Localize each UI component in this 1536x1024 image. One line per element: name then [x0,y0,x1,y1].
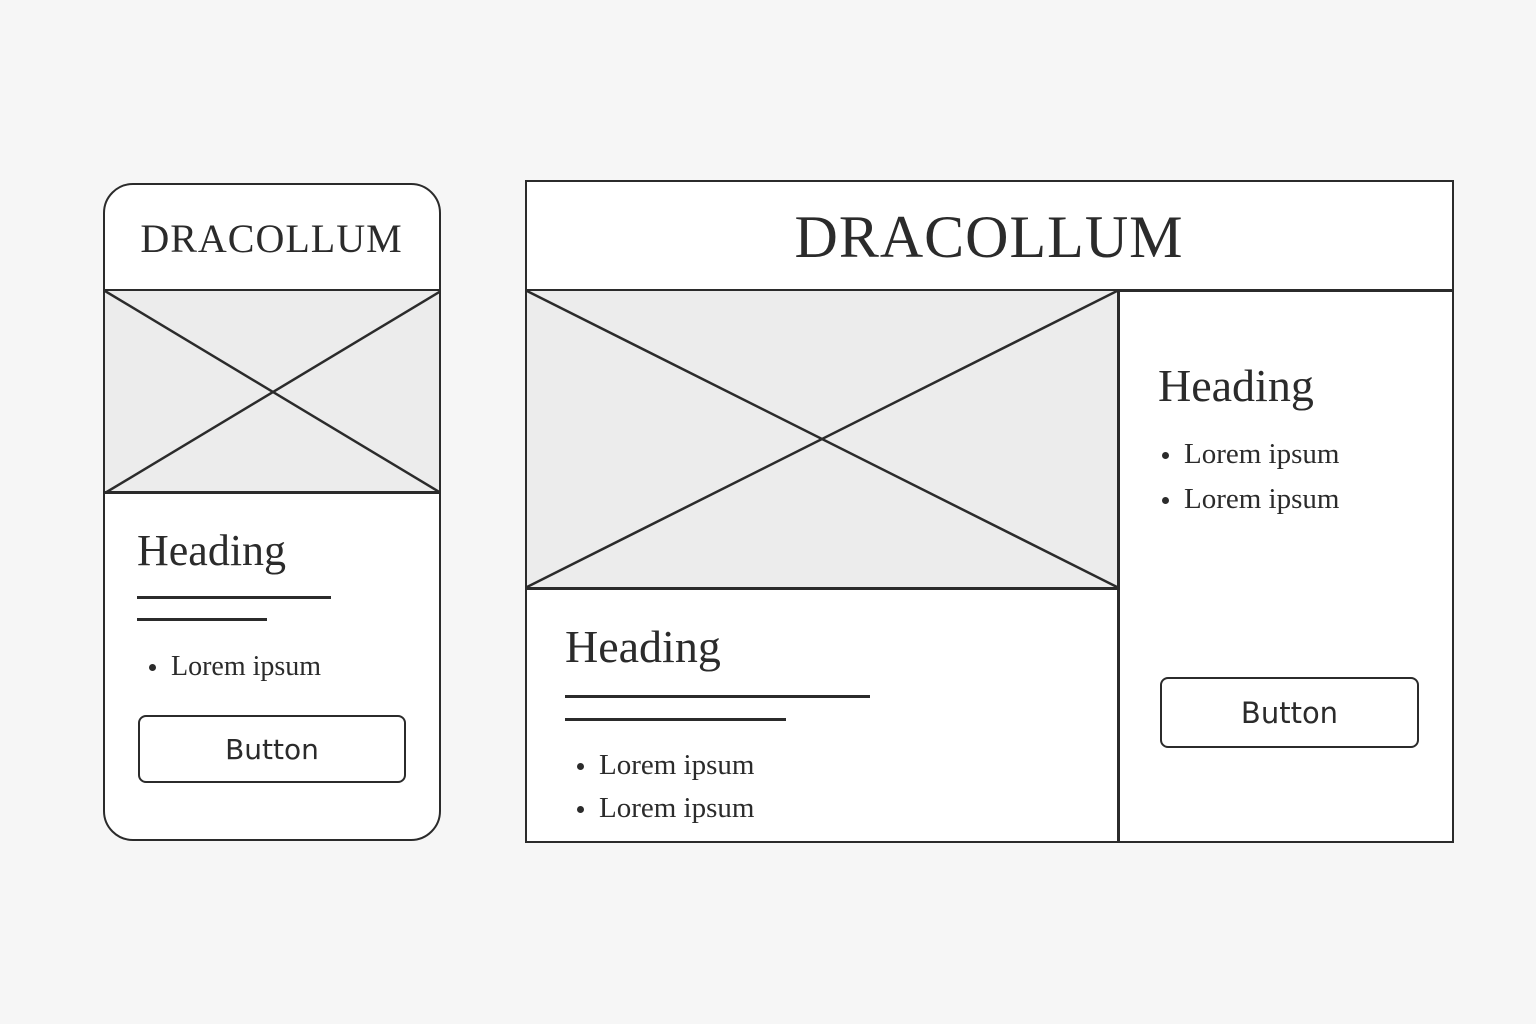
mobile-heading: Heading [137,526,287,575]
list-item: Lorem ipsum [1158,432,1339,477]
mobile-text-line-2 [137,618,267,621]
list-item: Lorem ipsum [1158,477,1339,522]
desktop-header-divider [527,289,1452,292]
desktop-main-bullet-list: Lorem ipsum Lorem ipsum [573,744,754,830]
mobile-text-line-1 [137,596,331,599]
mobile-button[interactable]: Button [138,715,406,783]
desktop-column-divider [1117,289,1120,841]
desktop-main-heading: Heading [565,621,721,672]
mobile-image-divider [105,491,439,494]
image-placeholder-icon [105,291,439,493]
desktop-button[interactable]: Button [1160,677,1419,748]
mobile-bullet-list: Lorem ipsum [145,648,321,686]
mobile-brand-title: DRACOLLUM [140,216,403,261]
list-item: Lorem ipsum [573,744,754,787]
desktop-text-line-2 [565,718,786,721]
list-item: Lorem ipsum [573,787,754,830]
mobile-wireframe: DRACOLLUM Heading Lorem ipsum Button [103,183,441,841]
desktop-image-divider [527,587,1119,590]
desktop-side-heading: Heading [1158,360,1314,411]
list-item: Lorem ipsum [145,648,321,686]
desktop-text-line-1 [565,695,870,698]
desktop-wireframe: DRACOLLUM Heading Lorem ipsum Lorem ipsu… [525,180,1454,843]
image-placeholder-icon [527,291,1117,587]
mobile-header-divider [105,289,439,292]
desktop-brand-title: DRACOLLUM [794,204,1184,270]
desktop-side-bullet-list: Lorem ipsum Lorem ipsum [1158,432,1339,522]
